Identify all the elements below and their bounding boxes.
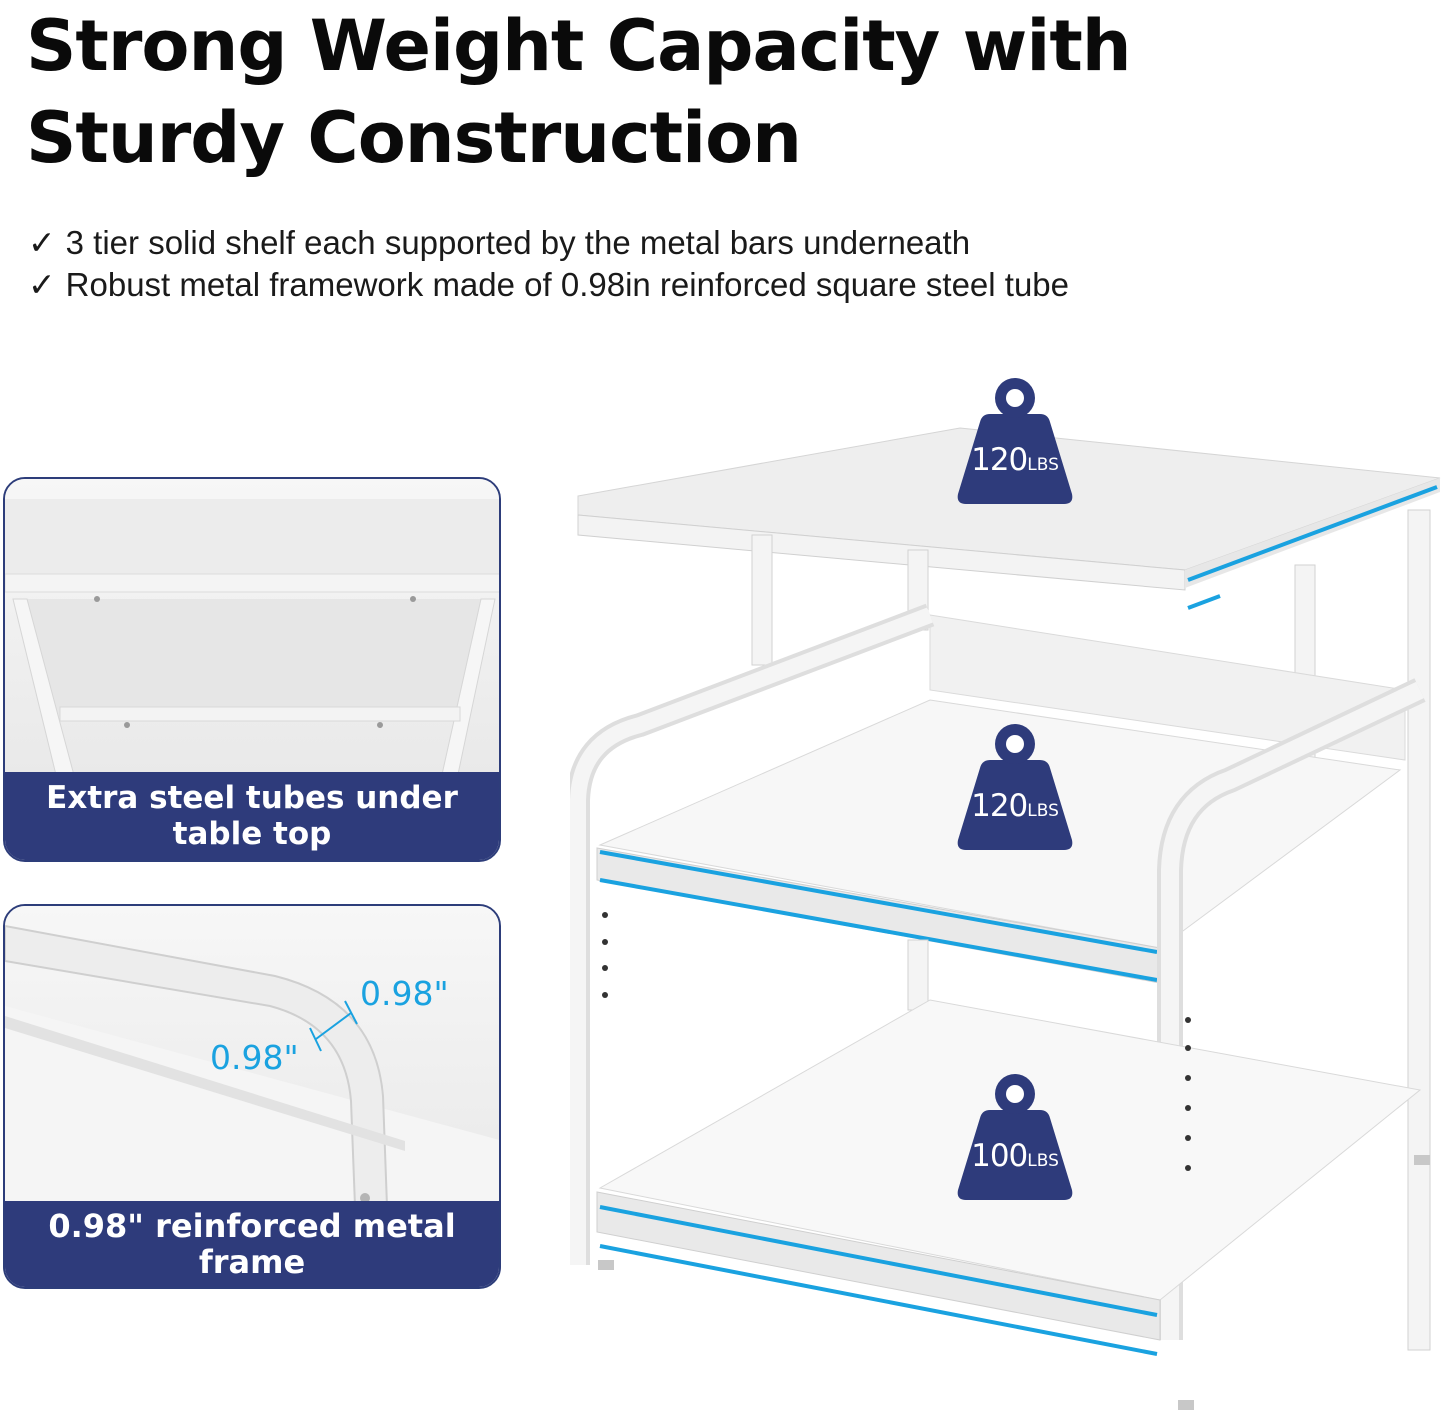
- page-title: Strong Weight Capacity with Sturdy Const…: [26, 0, 1226, 184]
- weight-capacity-label: 120LBS: [971, 788, 1059, 824]
- callout-card-metal-frame: 0.98" 0.98" 0.98" reinforced metal frame: [3, 904, 501, 1289]
- weight-badge-middle: 120LBS: [954, 722, 1076, 850]
- frame-closeup-photo: [5, 906, 499, 1207]
- underside-photo: [5, 479, 499, 780]
- feature-item: ✓Robust metal framework made of 0.98in r…: [28, 264, 1069, 306]
- title-line-2: Sturdy Construction: [26, 97, 802, 179]
- dimension-label-depth: 0.98": [210, 1038, 299, 1077]
- weight-capacity-label: 100LBS: [971, 1138, 1059, 1174]
- product-image-printer-stand: 120LBS 120LBS 100LBS: [566, 370, 1445, 1416]
- feature-list: ✓3 tier solid shelf each supported by th…: [28, 222, 1069, 306]
- weight-icon: [957, 378, 1073, 504]
- check-icon: ✓: [28, 266, 56, 303]
- feature-text: Robust metal framework made of 0.98in re…: [65, 266, 1070, 303]
- weight-icon: [957, 1074, 1073, 1200]
- callout-caption: 0.98" reinforced metal frame: [5, 1201, 499, 1287]
- callout-caption: Extra steel tubes under table top: [5, 772, 499, 860]
- weight-capacity-label: 120LBS: [971, 442, 1059, 478]
- weight-badge-top: 120LBS: [954, 376, 1076, 504]
- dimension-label-width: 0.98": [360, 974, 449, 1013]
- shelf-illustration: [566, 427, 1441, 1410]
- weight-badge-bottom: 100LBS: [954, 1072, 1076, 1200]
- feature-text: 3 tier solid shelf each supported by the…: [65, 224, 971, 261]
- feature-item: ✓3 tier solid shelf each supported by th…: [28, 222, 1069, 264]
- callout-card-steel-tubes: Extra steel tubes under table top: [3, 477, 501, 862]
- title-line-1: Strong Weight Capacity with: [26, 5, 1132, 87]
- check-icon: ✓: [28, 224, 56, 261]
- weight-icon: [957, 724, 1073, 850]
